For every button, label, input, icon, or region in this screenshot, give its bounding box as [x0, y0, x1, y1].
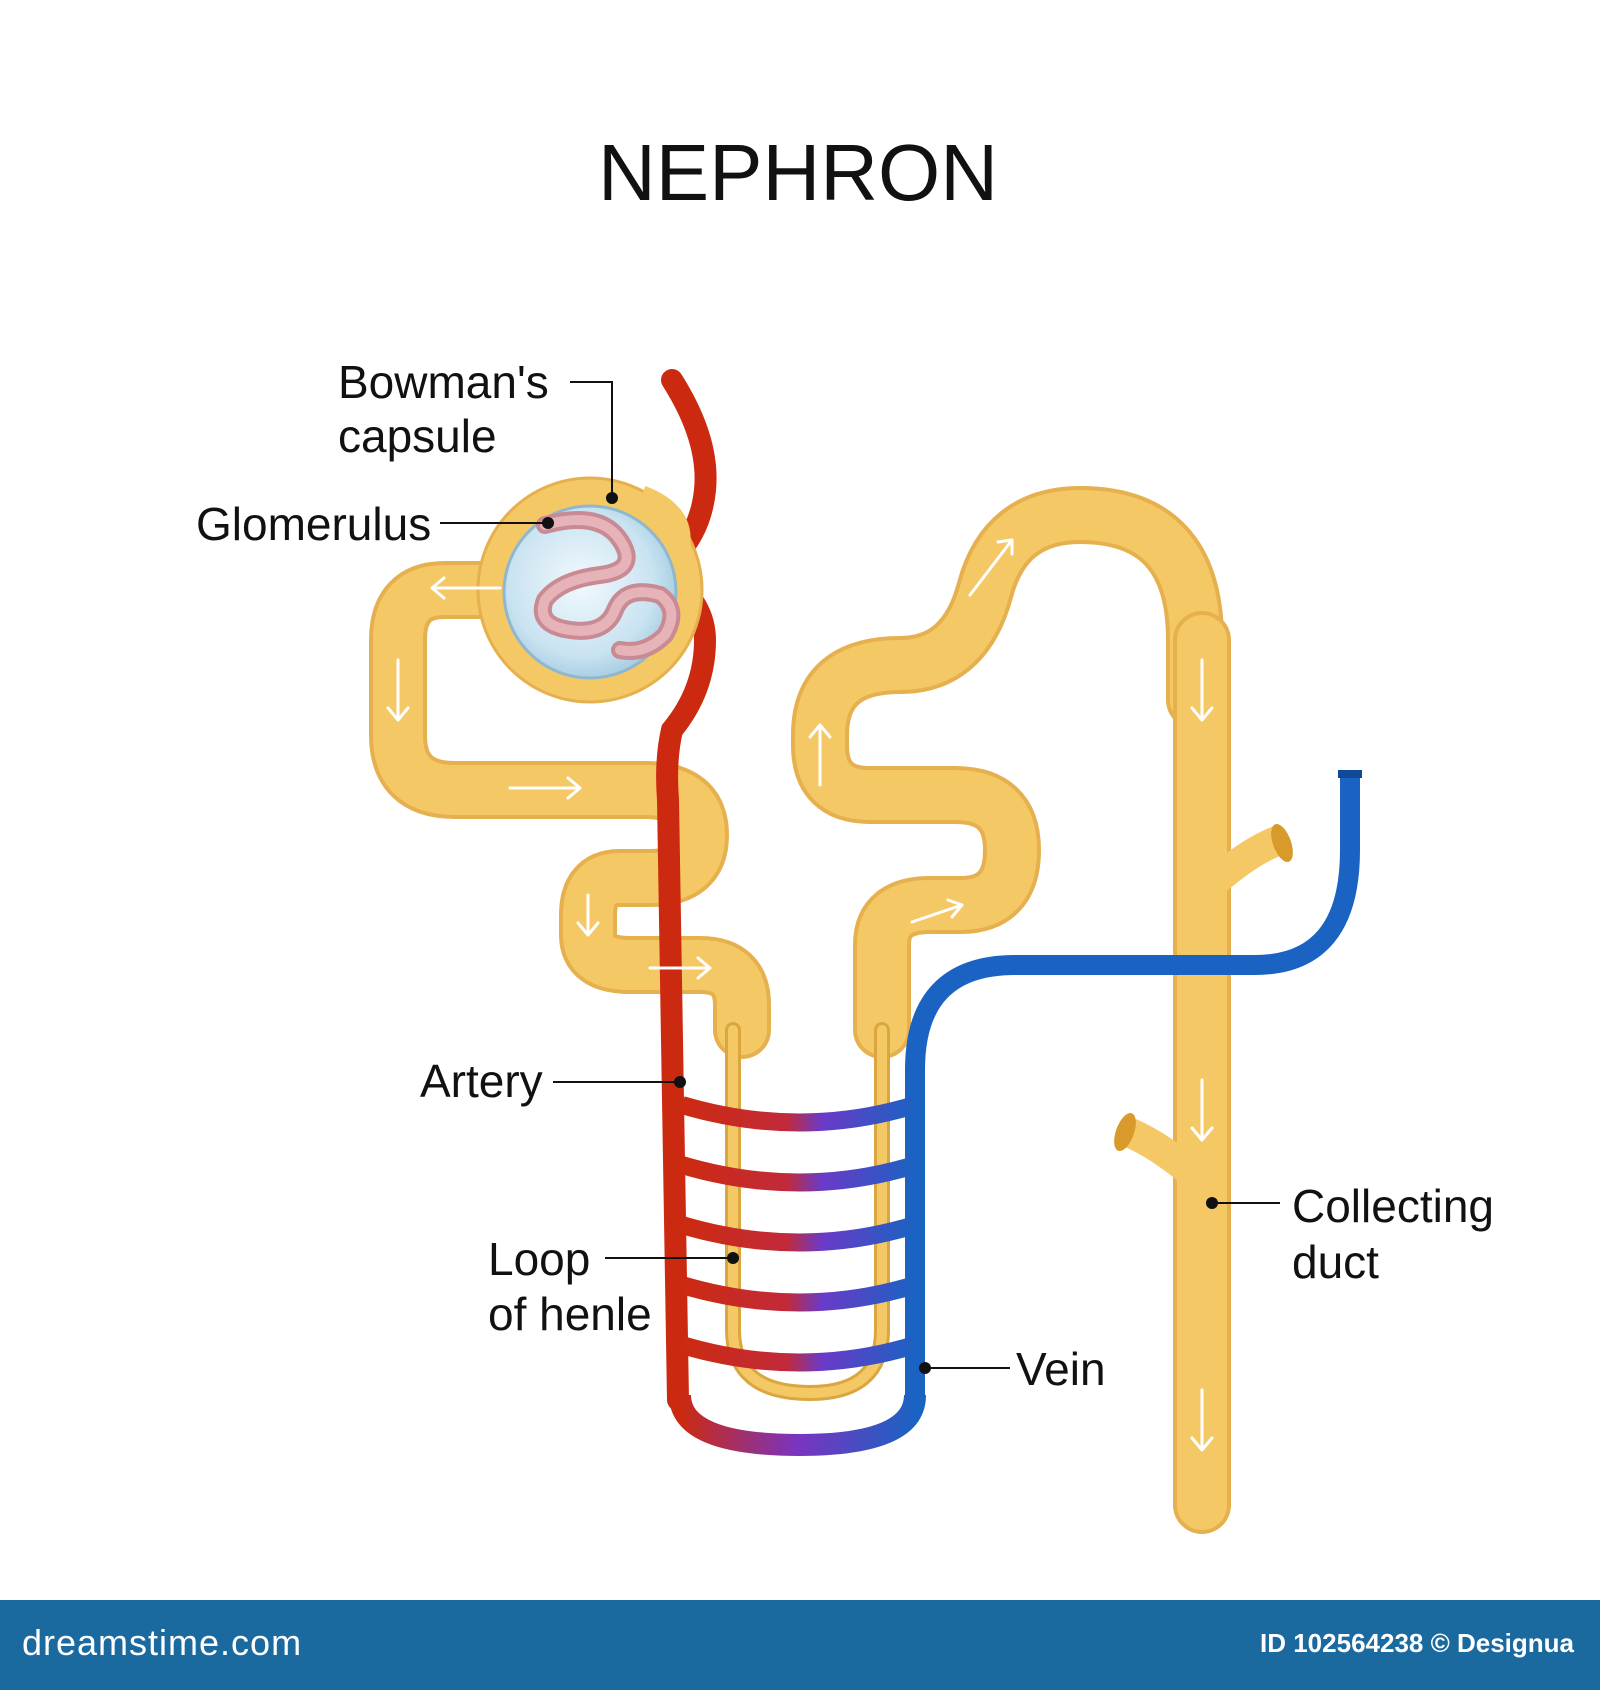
footer-image-id: ID 102564238 © Designua [1260, 1628, 1574, 1658]
label-glomerulus: Glomerulus [196, 498, 431, 550]
collecting-duct-branch-lower [1122, 1118, 1210, 1192]
bowmans-capsule-leader [570, 381, 613, 498]
footer-bar: dreamstime.com ID 102564238 © Designua [0, 1600, 1600, 1690]
nephron-diagram: NEPHRON [196, 128, 1507, 1534]
label-bowmans-capsule: Bowman's capsule [338, 356, 562, 462]
loop-of-henle [725, 1022, 890, 1402]
diagram-title: NEPHRON [598, 128, 998, 217]
label-loop-of-henle: Loop of henle [488, 1233, 652, 1340]
vein [905, 775, 1360, 1100]
label-vein: Vein [1016, 1343, 1106, 1395]
peritubular-capillaries [669, 1096, 926, 1457]
label-collecting-duct: Collecting duct [1292, 1180, 1507, 1288]
footer-brand: dreamstime.com [22, 1622, 303, 1663]
glomerulus [533, 511, 681, 660]
label-artery: Artery [420, 1055, 543, 1107]
flow-arrows [386, 538, 1214, 1452]
